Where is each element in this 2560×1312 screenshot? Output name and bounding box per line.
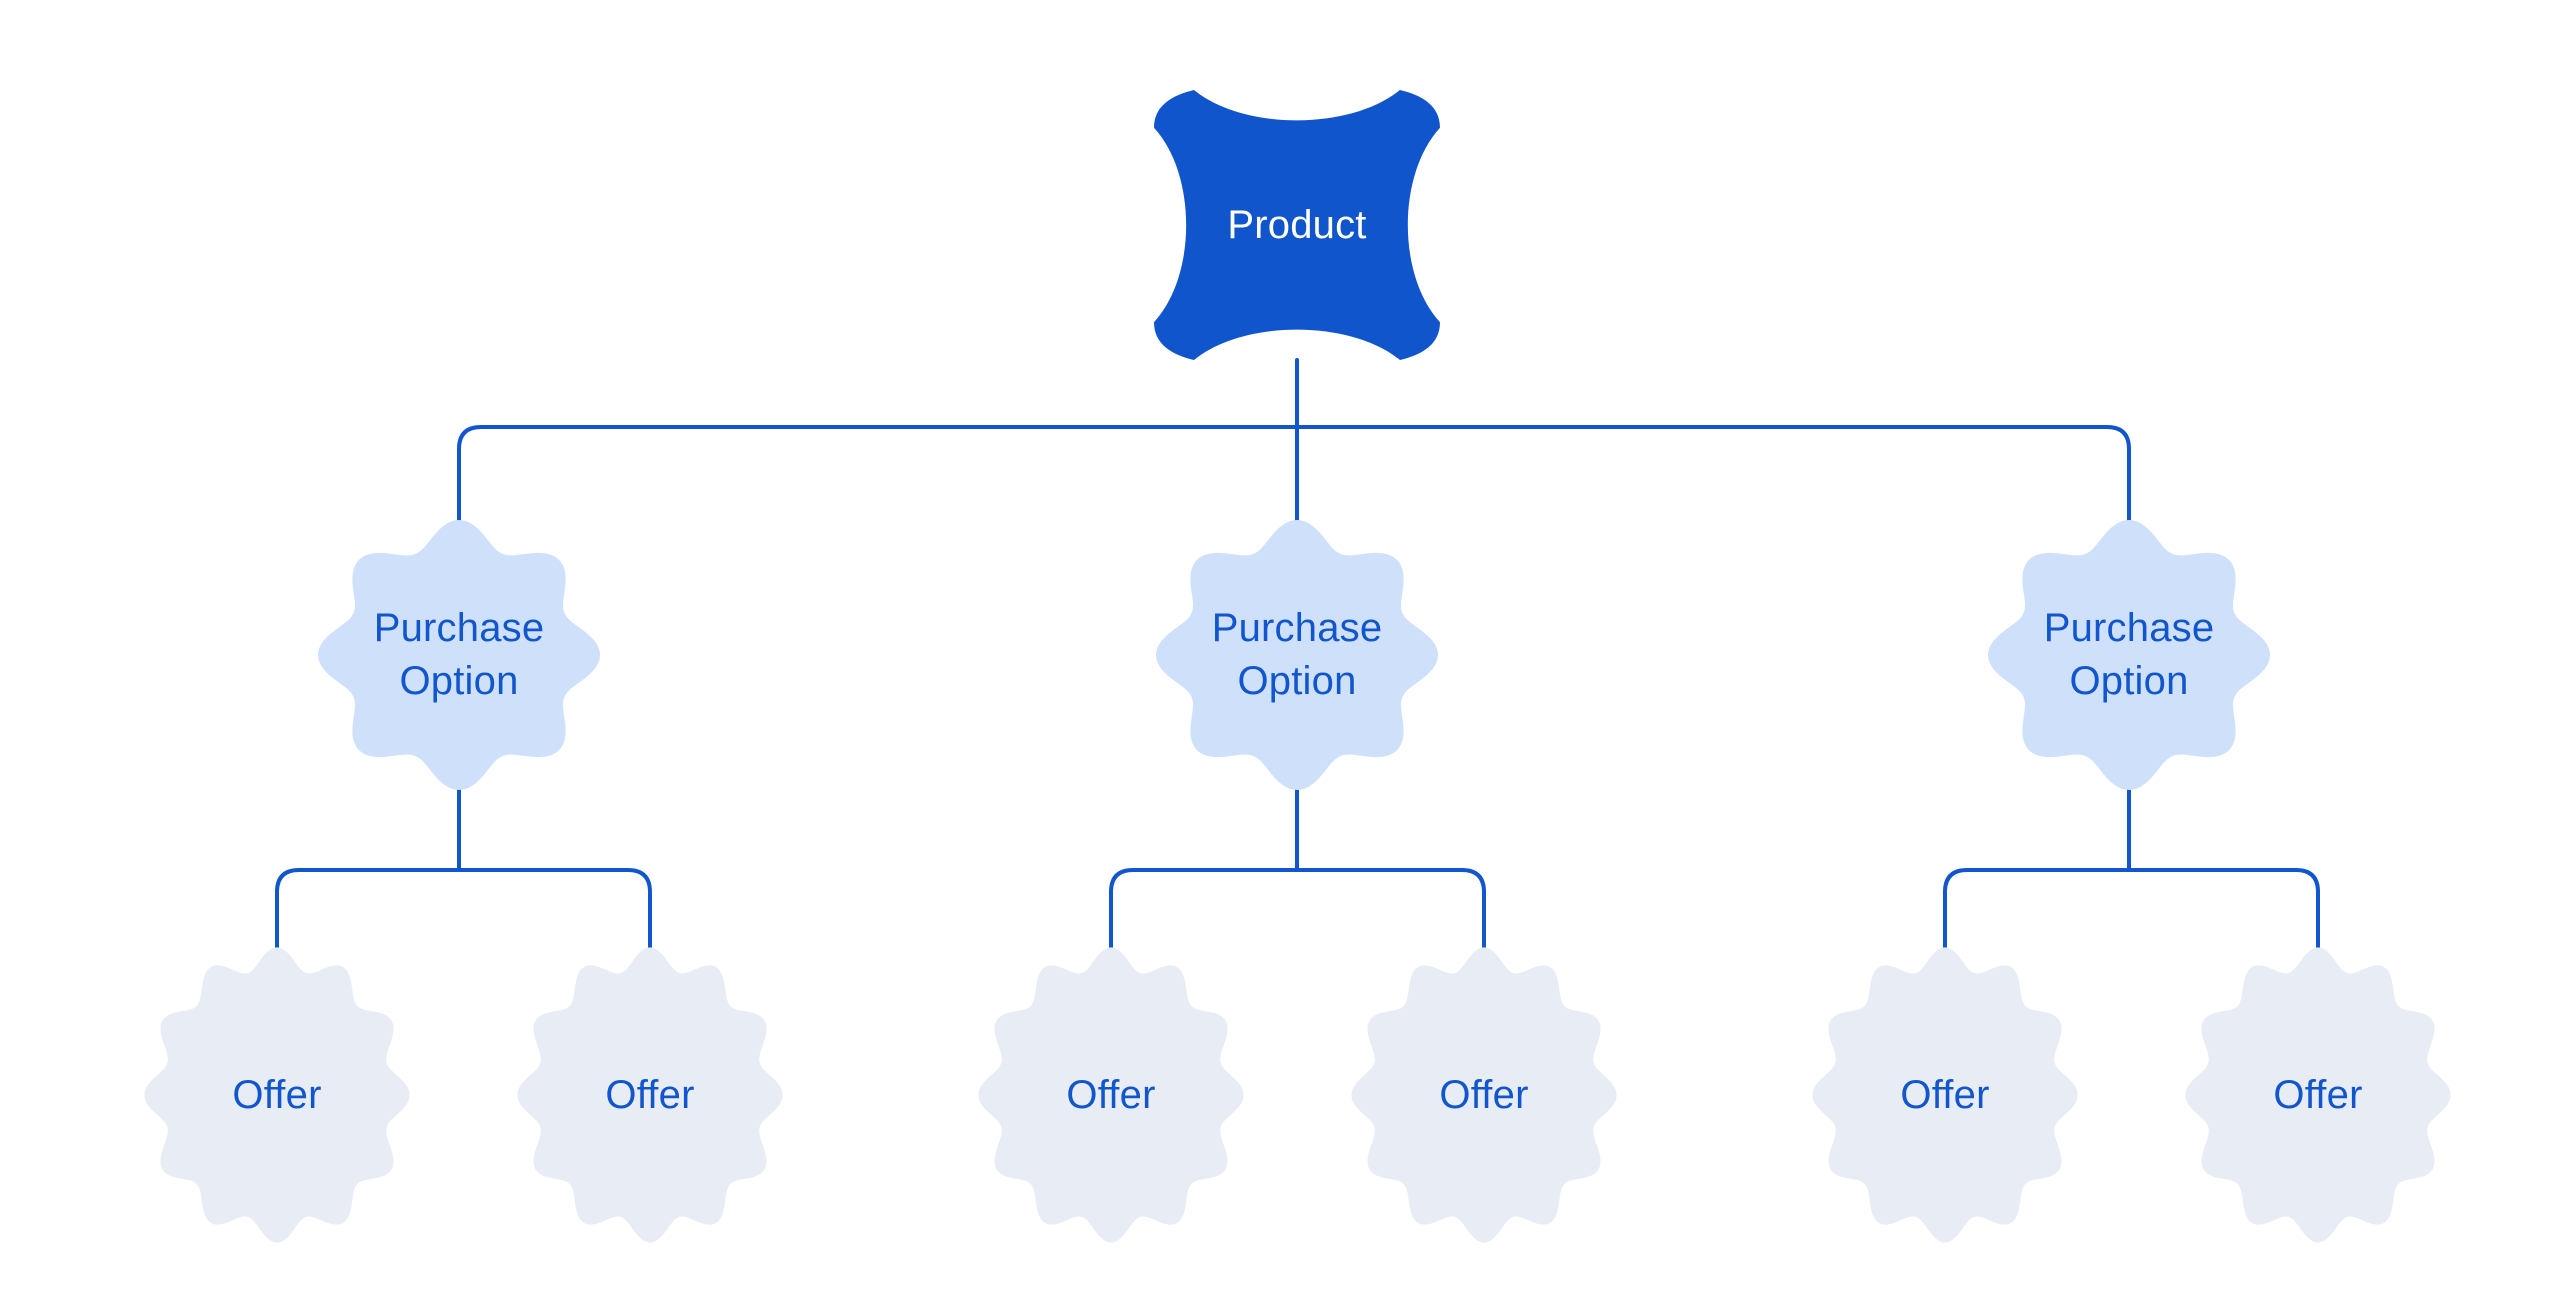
connector-level2-bar-0 [275,868,652,952]
connector-level1-bar [457,425,2131,522]
node-offer-5[interactable] [1812,947,2078,1243]
node-offer-3[interactable] [978,947,1244,1243]
connector-layer [275,358,2320,952]
node-layer [144,90,2451,1243]
connector-level2-bar-1 [1109,868,1486,952]
node-offer-6[interactable] [2185,947,2451,1243]
node-offer-4[interactable] [1351,947,1617,1243]
node-purchase-option-3[interactable] [1988,520,2270,790]
connector-level2-bar-2 [1943,868,2320,952]
node-product[interactable] [1154,90,1440,360]
node-purchase-option-2[interactable] [1156,520,1438,790]
node-offer-1[interactable] [144,947,410,1243]
node-purchase-option-1[interactable] [318,520,600,790]
node-offer-2[interactable] [517,947,783,1243]
